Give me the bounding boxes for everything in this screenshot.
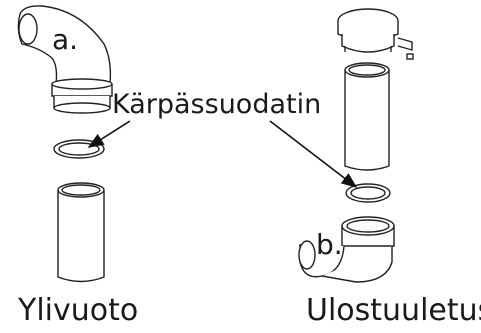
filter-label: Kärpässuodatin: [112, 89, 322, 120]
arrow-left: [87, 120, 131, 148]
filter-ring-right: [345, 183, 391, 203]
elbow-pipe-b: [298, 216, 395, 283]
vent-caption: Ulostuuletus: [306, 293, 481, 328]
elbow-pipe-a: [17, 5, 113, 114]
part-a-label: a.: [52, 23, 79, 56]
overflow-caption: Ylivuoto: [18, 293, 139, 328]
part-b-label: b.: [316, 228, 343, 261]
arrow-right: [269, 120, 358, 188]
vent-cap: [337, 8, 414, 60]
vent-pipe: [344, 62, 390, 171]
callout-arrows: [87, 120, 358, 188]
overflow-pipe: [57, 182, 105, 283]
